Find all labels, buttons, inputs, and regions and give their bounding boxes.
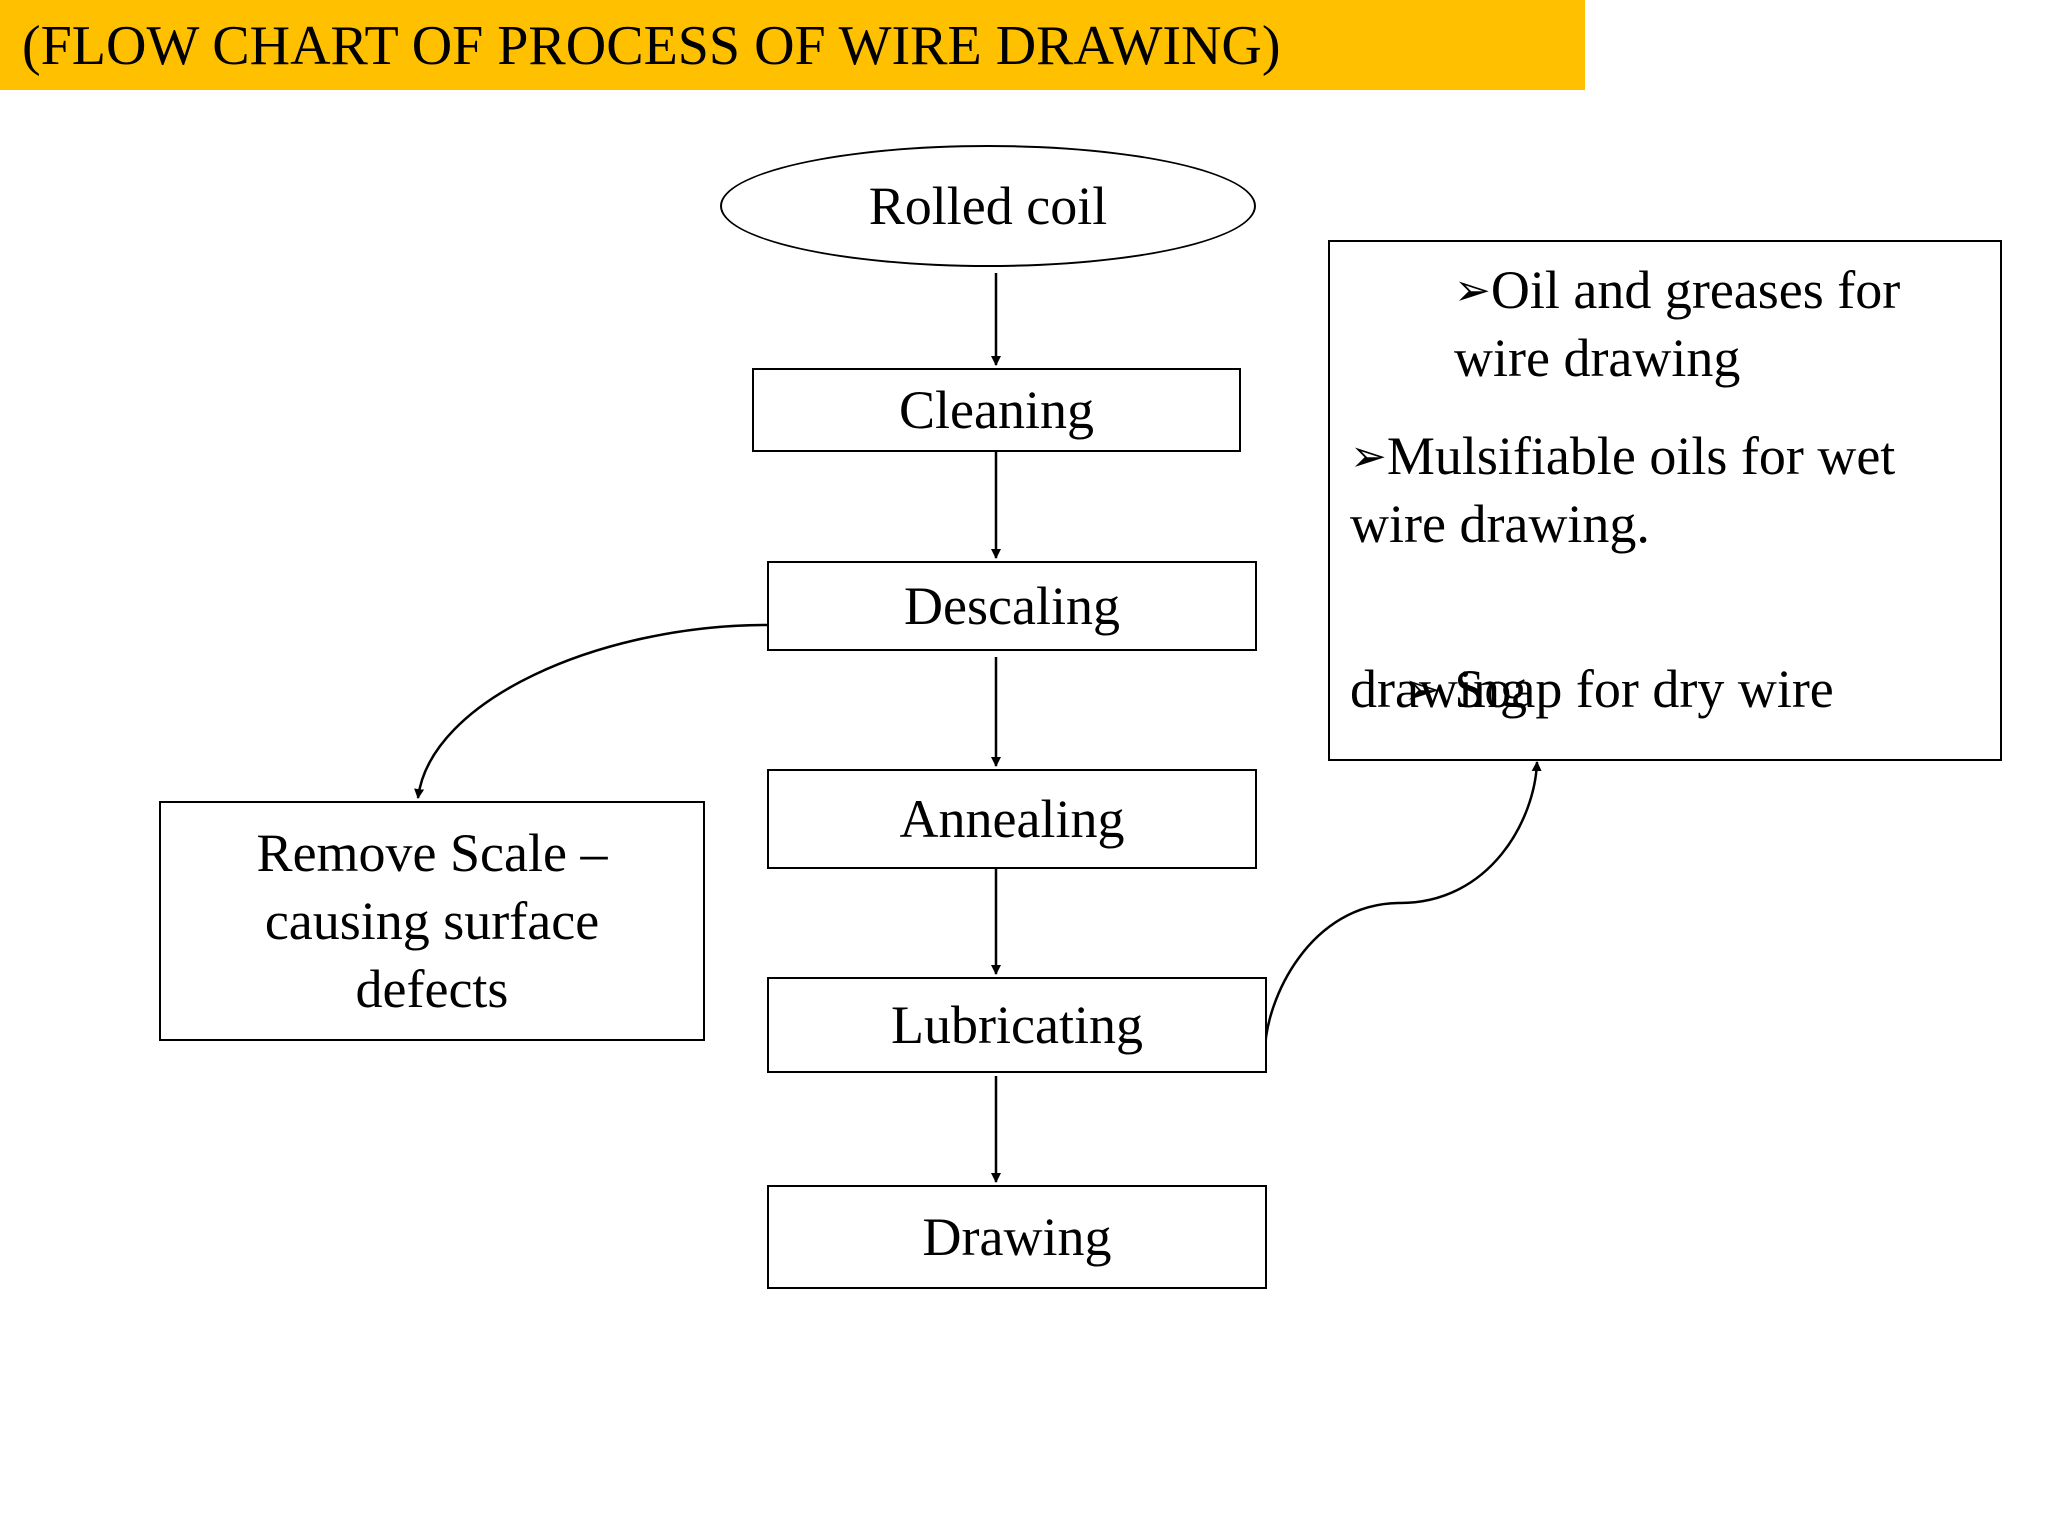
descaling-node: Descaling — [767, 561, 1257, 651]
lubricant-item-1-text-1: Oil and greases for — [1490, 260, 1901, 320]
lubricant-item-2-text-1: Mulsifiable oils for wet — [1386, 426, 1896, 486]
lubricating-label: Lubricating — [891, 995, 1143, 1055]
arrow-lubricating-to-lubricant-note — [1263, 761, 1542, 1053]
title-banner: (FLOW CHART OF PROCESS OF WIRE DRAWING) — [0, 0, 1585, 90]
cleaning-label: Cleaning — [899, 380, 1094, 440]
drawing-node: Drawing — [767, 1185, 1267, 1289]
arrow-bullet-icon: ➢ — [1454, 265, 1491, 316]
lubricant-item-2-line-2: wire drawing. — [1350, 494, 1650, 554]
annealing-label: Annealing — [899, 789, 1125, 849]
remove-scale-line-1: Remove Scale – — [256, 823, 608, 883]
lubricant-note: ➢Oil and greases for wire drawing ➢Mulsi… — [1328, 240, 2002, 761]
lubricant-item-3-line-1: ➢ Soap for dry wire — [1350, 587, 1834, 795]
rolled-coil-node: Rolled coil — [720, 145, 1256, 267]
remove-scale-line-2: causing surface — [264, 891, 600, 951]
annealing-node: Annealing — [767, 769, 1257, 869]
arrow-bullet-icon: ➢ — [1404, 664, 1441, 715]
lubricant-item-3-line-2: drawing — [1350, 659, 1527, 719]
arrow-bullet-icon: ➢ — [1350, 431, 1387, 482]
page-title: (FLOW CHART OF PROCESS OF WIRE DRAWING) — [22, 15, 1281, 77]
rolled-coil-label: Rolled coil — [868, 176, 1108, 236]
lubricating-node: Lubricating — [767, 977, 1267, 1073]
cleaning-node: Cleaning — [752, 368, 1241, 452]
lubricant-item-1-line-2: wire drawing — [1454, 328, 1741, 388]
lubricant-item-2-line-1: ➢Mulsifiable oils for wet — [1350, 422, 1895, 494]
drawing-label: Drawing — [922, 1207, 1112, 1267]
remove-scale-line-3: defects — [355, 959, 509, 1019]
descaling-label: Descaling — [904, 576, 1120, 636]
lubricant-item-3-text-1: Soap for dry wire — [1440, 659, 1834, 719]
arrow-descaling-to-remove-scale — [414, 623, 768, 799]
lubricant-item-1-line-1: ➢Oil and greases for — [1454, 256, 1900, 328]
remove-scale-note: Remove Scale – causing surface defects — [159, 801, 705, 1041]
